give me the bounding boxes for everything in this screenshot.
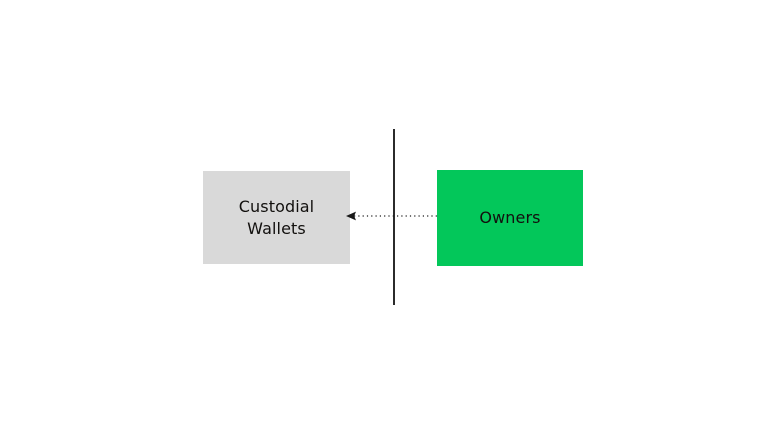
edge-owners-to-custodial[interactable] [340, 206, 444, 226]
node-custodial-wallets-label: Custodial Wallets [238, 196, 315, 238]
node-owners-label: Owners [479, 208, 541, 227]
trust-boundary-divider [393, 129, 395, 305]
node-custodial-wallets[interactable]: Custodial Wallets [203, 171, 350, 264]
arrowhead-left-icon [346, 211, 356, 221]
edge-owners-to-custodial-svg [346, 211, 438, 221]
node-owners[interactable]: Owners [437, 170, 583, 266]
